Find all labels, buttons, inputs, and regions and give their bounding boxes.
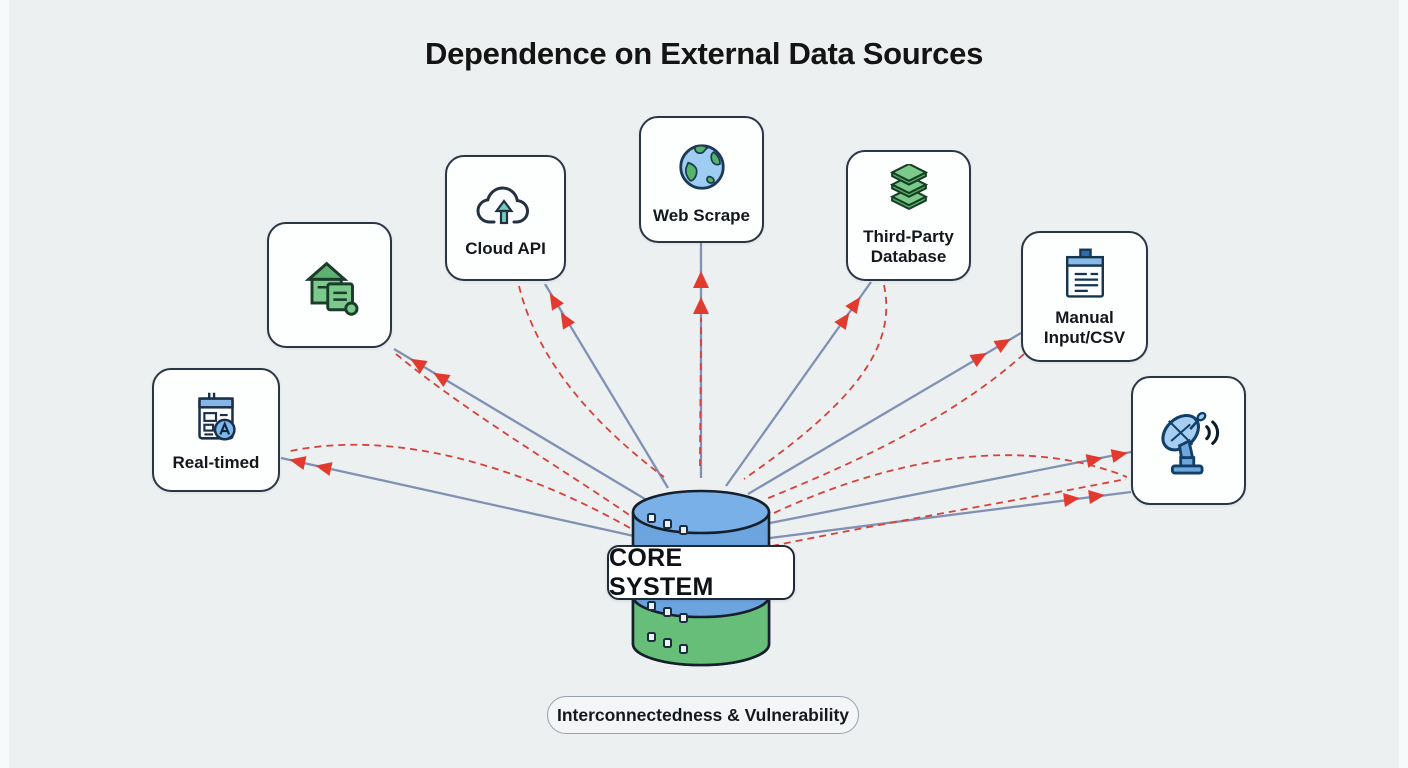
link-core-house	[393, 348, 651, 503]
node-label: Web Scrape	[652, 205, 750, 225]
dashed-satellite-arc	[773, 454, 1128, 514]
right-edge-strip	[1399, 0, 1408, 768]
news-feed-icon	[198, 393, 236, 442]
node-label: Real-timed	[172, 453, 260, 473]
node-label: Manual Input/CSV	[1043, 307, 1126, 347]
arrowheads	[289, 271, 1128, 507]
caption-pill: Interconnectedness & Vulnerability	[547, 696, 859, 734]
house-documents-icon	[304, 261, 358, 316]
node-satellite-feed	[1131, 376, 1246, 505]
dashed-cloud-api	[518, 285, 665, 478]
node-third-party-database: Third-Party Database	[846, 150, 971, 281]
core-system-label: CORE SYSTEM	[607, 544, 795, 601]
cloud-upload-icon	[475, 186, 529, 225]
globe-icon	[678, 144, 725, 190]
dashed-web-scrape	[699, 317, 702, 467]
node-label: Third-Party Database	[863, 226, 954, 266]
node-cloud-api: Cloud API	[445, 155, 566, 281]
link-core-third-party	[725, 281, 872, 487]
left-edge-strip	[0, 0, 9, 768]
dashed-satellite-low	[771, 478, 1127, 547]
link-core-real-time	[280, 456, 635, 538]
cylinder-ports	[647, 513, 688, 654]
clipboard-icon	[1065, 248, 1104, 298]
dashed-house	[395, 353, 639, 522]
layers-stack-icon	[889, 163, 928, 211]
node-web-scrape: Web Scrape	[639, 116, 764, 243]
dashed-links	[285, 284, 1128, 547]
node-label: Cloud API	[465, 239, 546, 259]
dashed-manual-input	[765, 353, 1025, 500]
node-real-time-feed: Real-timed	[152, 368, 280, 492]
dashed-real-time	[285, 443, 631, 529]
page-title: Dependence on External Data Sources	[424, 36, 984, 71]
link-core-satellite-upper	[769, 450, 1132, 525]
dashed-third-party	[743, 284, 888, 480]
satellite-dish-icon	[1160, 411, 1219, 474]
node-house-documents	[267, 222, 392, 348]
node-manual-input-csv: Manual Input/CSV	[1021, 231, 1148, 362]
